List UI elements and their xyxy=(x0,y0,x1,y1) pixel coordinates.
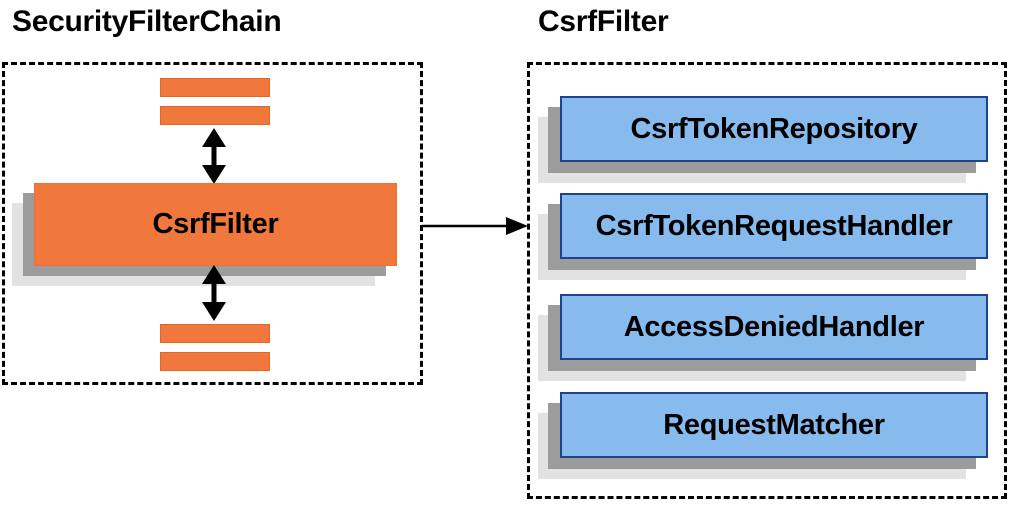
security-filter-chain-container: CsrfFilter xyxy=(2,62,423,385)
component-label: AccessDeniedHandler xyxy=(623,310,925,343)
csrf-filter-node-label: CsrfFilter xyxy=(152,208,279,240)
security-filter-chain-title: SecurityFilterChain xyxy=(12,5,282,38)
filter-bar xyxy=(160,78,270,97)
component-csrf-token-repository: CsrfTokenRepository xyxy=(560,96,988,162)
component-access-denied-handler: AccessDeniedHandler xyxy=(560,294,988,360)
double-arrow-icon xyxy=(202,128,226,184)
right-arrow-icon xyxy=(422,217,528,235)
csrf-filter-container: CsrfTokenRepository CsrfTokenRequestHand… xyxy=(527,62,1007,499)
csrf-filter-node: CsrfFilter xyxy=(34,183,397,266)
component-label: CsrfTokenRequestHandler xyxy=(595,209,953,242)
component-label: RequestMatcher xyxy=(663,408,885,441)
filter-bar xyxy=(160,324,270,343)
component-csrf-token-request-handler: CsrfTokenRequestHandler xyxy=(560,193,988,259)
component-label: CsrfTokenRepository xyxy=(630,112,918,145)
filter-bar xyxy=(160,352,270,371)
component-request-matcher: RequestMatcher xyxy=(560,392,988,458)
csrf-filter-title: CsrfFilter xyxy=(538,5,669,38)
double-arrow-icon xyxy=(202,265,226,321)
filter-bar xyxy=(160,106,270,125)
